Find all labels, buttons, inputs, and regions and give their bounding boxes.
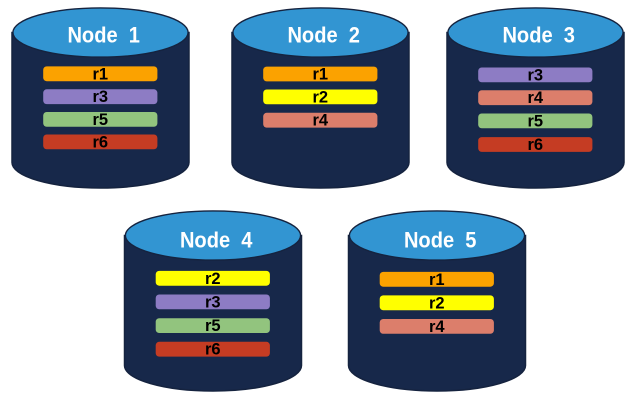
svg-text:r4: r4 bbox=[312, 112, 328, 130]
svg-text:r1: r1 bbox=[312, 66, 328, 84]
svg-text:Node 1: Node 1 bbox=[67, 22, 140, 47]
svg-text:r2: r2 bbox=[205, 270, 221, 288]
svg-text:Node 3: Node 3 bbox=[502, 22, 575, 47]
svg-text:r6: r6 bbox=[527, 136, 543, 154]
svg-text:r2: r2 bbox=[429, 294, 445, 312]
svg-text:r4: r4 bbox=[429, 318, 445, 336]
svg-text:r4: r4 bbox=[527, 89, 543, 107]
svg-text:r5: r5 bbox=[92, 111, 108, 129]
svg-text:r6: r6 bbox=[205, 341, 221, 359]
svg-text:r3: r3 bbox=[527, 66, 543, 84]
svg-text:r3: r3 bbox=[92, 88, 108, 106]
svg-text:Node 5: Node 5 bbox=[404, 228, 477, 253]
svg-text:r6: r6 bbox=[92, 133, 108, 151]
svg-text:r2: r2 bbox=[312, 88, 328, 106]
svg-text:r1: r1 bbox=[92, 65, 108, 83]
svg-text:Node 2: Node 2 bbox=[287, 22, 360, 47]
svg-text:Node 4: Node 4 bbox=[180, 228, 253, 253]
svg-text:r1: r1 bbox=[429, 271, 445, 289]
svg-text:r5: r5 bbox=[527, 112, 543, 130]
svg-text:r3: r3 bbox=[205, 293, 221, 311]
svg-text:r5: r5 bbox=[205, 317, 221, 335]
